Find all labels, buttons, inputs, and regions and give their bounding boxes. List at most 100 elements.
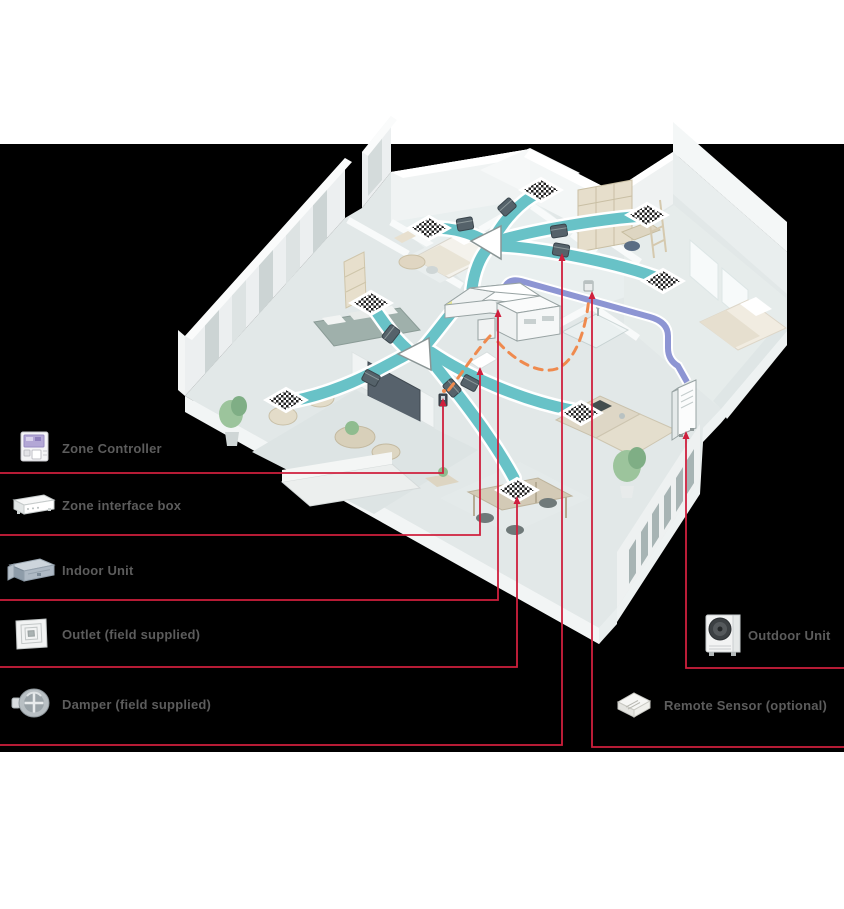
callout-damper bbox=[0, 260, 563, 746]
duct-splitter bbox=[396, 336, 432, 372]
table-plant bbox=[345, 421, 359, 435]
legend-label-remote-sensor: Remote Sensor (optional) bbox=[664, 698, 827, 713]
wall-return bbox=[178, 330, 185, 396]
duct-damper bbox=[497, 197, 517, 217]
ceiling-diffuser bbox=[347, 289, 395, 317]
sensor-top bbox=[584, 281, 593, 284]
callout-indoor-unit bbox=[0, 316, 499, 601]
ne-wall-cap bbox=[524, 149, 612, 199]
living-rug bbox=[252, 390, 478, 514]
wire-to-controller bbox=[445, 334, 492, 394]
remote-sensor-icon bbox=[614, 690, 654, 725]
duct-damper bbox=[361, 369, 381, 387]
duct-splitter bbox=[469, 224, 502, 261]
arrowhead bbox=[476, 367, 484, 375]
dining-chair bbox=[539, 498, 557, 508]
ceiling-diffuser bbox=[639, 267, 687, 295]
legend-label-outdoor-unit: Outdoor Unit bbox=[748, 628, 831, 643]
arrowhead bbox=[682, 431, 690, 439]
wall bbox=[610, 240, 642, 265]
indoor-unit-side bbox=[516, 305, 561, 342]
shelf-line bbox=[577, 195, 633, 207]
block-nw-cap bbox=[622, 152, 679, 189]
wire-node bbox=[442, 389, 446, 393]
left-wall bbox=[178, 158, 352, 396]
duct bbox=[492, 240, 664, 284]
unit-vent-line bbox=[680, 401, 694, 409]
block-ne-outer bbox=[673, 122, 787, 252]
unit-bracket bbox=[477, 317, 496, 341]
arrowhead bbox=[439, 398, 447, 406]
far-wall-cap bbox=[391, 149, 542, 178]
louver-slot bbox=[629, 539, 636, 584]
nightstand bbox=[394, 231, 416, 243]
outdoor-unit-device bbox=[671, 379, 697, 441]
outlet-icon bbox=[14, 618, 48, 655]
pipe-core bbox=[502, 277, 690, 384]
ceiling-diffuser bbox=[262, 386, 310, 414]
outdoor-unit-left bbox=[671, 387, 679, 441]
damper-icon bbox=[11, 686, 51, 725]
unit-vent bbox=[524, 319, 536, 324]
legend-label-outlet: Outlet (field supplied) bbox=[62, 627, 201, 642]
sofa-back bbox=[282, 452, 392, 482]
furniture bbox=[219, 179, 678, 535]
unit-vent bbox=[542, 316, 554, 321]
arrowhead bbox=[558, 253, 566, 261]
outlet-diffuser-callout-target bbox=[493, 476, 541, 504]
ceiling-diffuser bbox=[557, 399, 605, 427]
window-pane bbox=[689, 238, 719, 302]
dining-chair bbox=[476, 513, 494, 523]
floor-plant bbox=[219, 396, 247, 446]
callouts bbox=[0, 260, 844, 748]
ceiling-diffuser bbox=[405, 214, 453, 242]
ceiling-diffuser bbox=[623, 201, 671, 229]
left-wall-2 bbox=[362, 116, 397, 208]
duct-damper bbox=[549, 223, 569, 239]
desk-chair bbox=[624, 241, 640, 251]
indoor-unit-assembly bbox=[443, 282, 562, 342]
arrowhead bbox=[588, 291, 596, 299]
louver-wall bbox=[617, 424, 700, 608]
wall-cap bbox=[362, 116, 397, 156]
right-bedroom-block bbox=[622, 122, 787, 409]
zone-interface-box-card bbox=[469, 351, 498, 370]
callout-arrowheads bbox=[439, 253, 690, 504]
unit-foot bbox=[679, 434, 683, 437]
duct bbox=[425, 346, 578, 416]
legend-label-damper: Damper (field supplied) bbox=[62, 697, 212, 712]
indoor-unit-icon bbox=[6, 555, 56, 590]
louver-slot bbox=[641, 521, 648, 566]
callout-zone-interface-box bbox=[0, 374, 481, 536]
duct-damper bbox=[460, 374, 480, 392]
louver-slot bbox=[687, 449, 694, 494]
blanket bbox=[700, 310, 760, 348]
wire-to-sensor bbox=[496, 295, 591, 372]
control-wiring bbox=[445, 295, 591, 394]
shelf-line bbox=[344, 266, 366, 278]
dampers bbox=[361, 197, 571, 398]
legend-label-zone-controller: Zone Controller bbox=[62, 441, 162, 456]
callout-outdoor-unit bbox=[685, 438, 844, 669]
arrowhead bbox=[494, 309, 502, 317]
louver-slot bbox=[664, 485, 671, 530]
arrowhead bbox=[513, 496, 521, 504]
callout-remote-sensor bbox=[591, 298, 844, 748]
long-sofa bbox=[280, 463, 422, 507]
side-table bbox=[425, 474, 459, 487]
ceiling-diffuser bbox=[517, 176, 565, 204]
louver-slot bbox=[676, 467, 683, 512]
ladder-rung bbox=[651, 239, 665, 247]
wall bbox=[346, 216, 410, 258]
pillow bbox=[740, 297, 772, 316]
sink bbox=[619, 413, 625, 419]
diffusers bbox=[262, 176, 687, 504]
zone-controller-icon bbox=[20, 431, 50, 468]
slab-right-edge bbox=[721, 331, 787, 419]
unit-vent-line bbox=[680, 395, 694, 403]
duct bbox=[423, 352, 520, 484]
refrigerant-pipe bbox=[500, 275, 692, 385]
shelf-line bbox=[345, 281, 367, 293]
